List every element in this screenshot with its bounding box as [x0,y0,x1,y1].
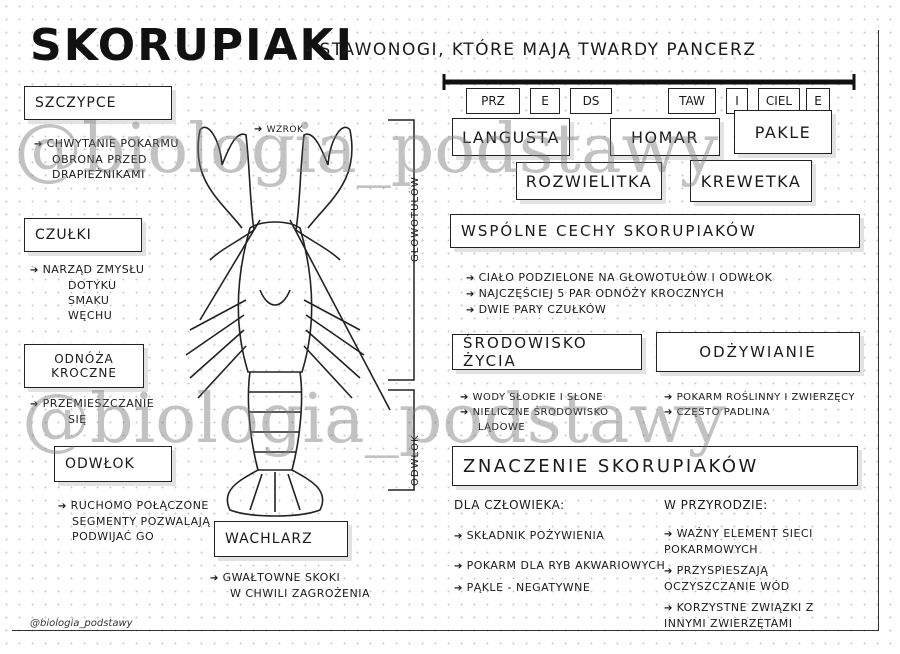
representatives-rod [442,74,856,90]
abdomen-notes: RUCHOMO POŁĄCZONE SEGMENTY POZWALAJĄ POD… [58,498,210,544]
tail-fan-note: GWAŁTOWNE SKOKI [210,570,370,586]
importance-heading-box: ZNACZENIE SKORUPIAKÓW [452,446,858,486]
rep-bar-cell: PRZ [466,88,520,114]
common-feature-item: DWIE PARY CZUŁKÓW [466,302,772,318]
abdomen-note: SEGMENTY POZWALAJĄ [72,515,211,528]
common-features-heading-box: WSPÓLNE CECHY SKORUPIAKÓW [450,214,860,248]
antennae-note: DOTYKU [68,279,117,292]
antennae-note: SMAKU [68,294,110,307]
walking-legs-note: PRZEMIESZCZANIE [30,396,154,412]
abdomen-side-label: ODWŁOK [410,434,421,486]
abdomen-outline [247,371,303,471]
diet-item: POKARM ROŚLINNY I ZWIERZĘCY [664,390,855,405]
body-brackets [388,119,415,491]
tail-fan-label: WACHLARZ [225,531,313,547]
right-antenna [289,219,391,411]
importance-nature-title: W PRZYRODZIE: [664,498,768,512]
importance-nature-list: WAŻNY ELEMENT SIECI POKARMOWYCH PRZYSPIE… [664,526,854,631]
left-antenna [199,219,261,321]
representative-card: LANGUSTA [452,118,570,156]
importance-nature-item: PRZYSPIESZAJĄ OCZYSZCZANIE WÓD [664,563,854,594]
right-claw-outline [295,126,353,231]
habitat-item: WODY SŁODKIE I SŁONE [460,390,608,405]
diet-heading-box: ODŻYWIANIE [656,332,860,372]
eye-label: WZROK [254,122,303,138]
carapace-groove [259,289,291,306]
common-feature-item: NAJCZĘŚCIEJ 5 PAR ODNÓŻY KROCZNYCH [466,286,772,302]
right-arm-outline [295,229,341,261]
habitat-item: LĄDOWE [478,422,526,433]
cephalothorax-outline [237,221,313,373]
common-features-heading: WSPÓLNE CECHY SKORUPIAKÓW [461,222,757,240]
habitat-heading: ŚRODOWISKO ŻYCIA [463,334,588,370]
representative-card: HOMAR [610,118,720,156]
antennae-note: NARZĄD ZMYSŁU [30,262,144,278]
diet-item: CZĘSTO PADLINA [664,405,855,420]
tail-fan-label-box: WACHLARZ [214,521,348,557]
importance-nature-item: WAŻNY ELEMENT SIECI POKARMOWYCH [664,526,854,557]
claws-label: SZCZYPCE [35,95,117,111]
left-claw-outline [197,126,255,231]
antennae-notes: NARZĄD ZMYSŁU DOTYKU SMAKU WĘCHU [30,262,144,323]
claws-label-box: SZCZYPCE [24,86,172,120]
antennae-label: CZUŁKI [35,227,92,243]
importance-human-item: POKARM DLA RYB AKWARIOWYCH [454,558,665,574]
abdomen-note: RUCHOMO POŁĄCZONE [58,498,210,514]
habitat-list: WODY SŁODKIE I SŁONE NIELICZNE ŚRODOWISK… [460,390,608,435]
rep-bar-cell: DS [570,88,612,114]
representative-card: KREWETKA [690,160,812,202]
importance-nature-item: KORZYSTNE ZWIĄZKI Z INNYMI ZWIERZĘTAMI [664,600,854,631]
rep-bar-cell: TAW [668,88,716,114]
crayfish-illustration [185,126,391,517]
importance-human-title: DLA CZŁOWIEKA: [454,498,565,512]
importance-human-item: PĄKLE - NEGATYWNE [454,580,665,596]
rep-bar-cell: CIEL [758,88,800,114]
importance-human-item: SKŁADNIK POŻYWIENIA [454,528,665,544]
cephalothorax-side-label: GŁOWOTUŁÓW [410,176,421,262]
rep-bar-cell: E [530,88,560,114]
page-title: SKORUPIAKI [30,20,354,71]
antennae-label-box: CZUŁKI [24,218,142,252]
habitat-item: NIELICZNE ŚRODOWISKO [460,405,608,420]
representative-card: ROZWIELITKA [516,162,662,200]
common-feature-item: CIAŁO PODZIELONE NA GŁOWOTUŁÓW I ODWŁOK [466,270,772,286]
importance-human-list: SKŁADNIK POŻYWIENIA POKARM DLA RYB AKWAR… [454,528,665,596]
diet-heading: ODŻYWIANIE [699,343,817,361]
tail-fan-note: W CHWILI ZAGROŻENIA [230,587,370,600]
claws-note: CHWYTANIE POKARMU [34,136,179,152]
walking-legs-label: ODNÓŻA KROCZNE [51,352,117,380]
diet-list: POKARM ROŚLINNY I ZWIERZĘCY CZĘSTO PADLI… [664,390,855,420]
left-arm-outline [209,229,255,261]
importance-heading: ZNACZENIE SKORUPIAKÓW [463,455,759,477]
antennae-note: WĘCHU [68,309,113,322]
tail-fan-notes: GWAŁTOWNE SKOKI W CHWILI ZAGROŻENIA [210,570,370,601]
walking-legs-notes: PRZEMIESZCZANIE SIĘ [30,396,154,427]
abdomen-label-box: ODWŁOK [54,446,172,482]
page-frame [12,30,879,631]
walking-legs-label-box: ODNÓŻA KROCZNE [24,344,144,388]
common-features-list: CIAŁO PODZIELONE NA GŁOWOTUŁÓW I ODWŁOK … [466,270,772,318]
footer-handle: @biologia_podstawy [30,618,133,629]
claws-note: DRAPIEŻNIKAMI [52,168,145,181]
representative-card: PAKLE [734,110,832,154]
claws-note: OBRONA PRZED [52,153,147,166]
claws-notes: CHWYTANIE POKARMU OBRONA PRZED DRAPIEŻNI… [34,136,179,182]
abdomen-note: PODWIJAĆ GO [72,530,155,543]
habitat-heading-box: ŚRODOWISKO ŻYCIA [452,334,642,370]
walking-legs-note: SIĘ [68,413,87,426]
page-subtitle: - STAWONOGI, KTÓRE MAJĄ TWARDY PANCERZ [305,40,757,60]
abdomen-label: ODWŁOK [65,456,135,472]
tail-fan-outline [226,469,324,517]
rep-bar-cell: E [806,88,830,114]
